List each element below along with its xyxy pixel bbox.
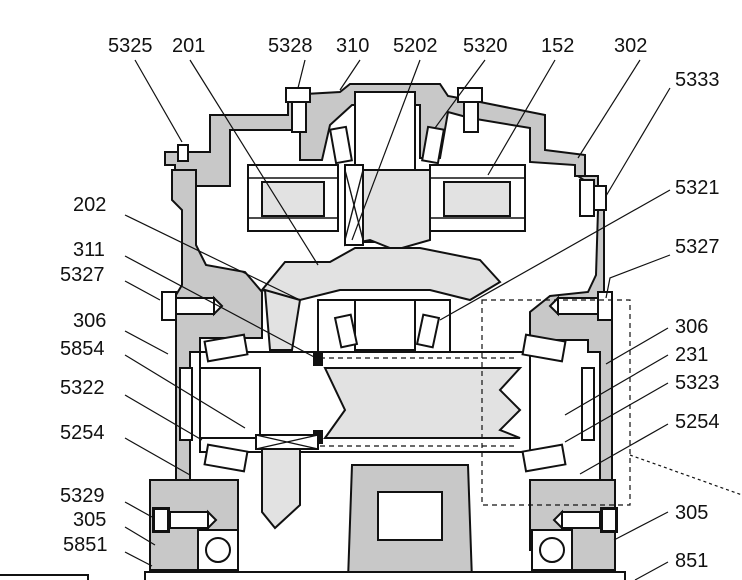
gear-152-left: [247, 164, 339, 232]
bolt-5327-right: [548, 291, 613, 321]
bearing-5320-right: [421, 125, 445, 165]
label-5320: 5320: [463, 35, 508, 57]
label-152: 152: [541, 35, 574, 57]
bolt-5328: [285, 87, 311, 133]
bearing-5323-lower-right: [521, 443, 567, 473]
label-306-left: 306: [73, 310, 106, 332]
bearing-5320-left: [329, 125, 353, 165]
label-305-right: 305: [675, 502, 708, 524]
label-305-left: 305: [73, 509, 106, 531]
base-plate: [144, 571, 626, 580]
left-housing-slot: [179, 367, 193, 441]
label-5854: 5854: [60, 338, 105, 360]
label-310: 310: [336, 35, 369, 57]
seal-311: [313, 352, 323, 366]
label-5327-right: 5327: [675, 236, 720, 258]
bolt-5327-left: [161, 291, 224, 321]
bearing-5323-upper-right: [521, 333, 567, 363]
label-851: 851: [675, 550, 708, 572]
label-5329: 5329: [60, 485, 105, 507]
label-5202: 5202: [393, 35, 438, 57]
bolt-5329-left: [152, 507, 218, 533]
label-302: 302: [614, 35, 647, 57]
lower-gear: [255, 434, 319, 530]
bearing-5321-right: [415, 313, 441, 349]
detail-pointer: [629, 454, 742, 496]
leader-lines: [124, 59, 671, 580]
label-5321: 5321: [675, 177, 720, 199]
bevel-gear-202: [263, 288, 302, 351]
label-5851: 5851: [63, 534, 108, 556]
label-5322: 5322: [60, 377, 105, 399]
frame-corner: [0, 574, 89, 580]
label-5254-left: 5254: [60, 422, 105, 444]
main-shaft-231: [323, 367, 523, 439]
label-5254-right: 5254: [675, 411, 720, 433]
bearing-5322-lower-left: [203, 443, 249, 473]
right-housing-wall: [529, 175, 613, 491]
bearing-5321-left: [333, 313, 359, 349]
label-5327-left: 5327: [60, 264, 105, 286]
needle-bearing-5202: [344, 164, 364, 246]
center-stand-web: [377, 491, 443, 541]
main-shaft-left-end: [199, 367, 261, 439]
label-311: 311: [73, 239, 105, 261]
bevel-gear-201: [260, 247, 502, 302]
label-5325: 5325: [108, 35, 153, 57]
label-202: 202: [73, 194, 106, 216]
bolt-5333: [579, 179, 607, 217]
label-231: 231: [675, 344, 708, 366]
label-5323: 5323: [675, 372, 720, 394]
right-housing-slot: [581, 367, 595, 441]
bearing-5322-upper-left: [203, 333, 249, 363]
center-hub-inner: [354, 299, 416, 351]
ball-bearing-right: [531, 529, 573, 571]
label-5333: 5333: [675, 69, 720, 91]
gear-152-right: [429, 164, 526, 232]
label-306-right: 306: [675, 316, 708, 338]
top-cover-310: [164, 83, 586, 187]
bolt-top-right: [457, 87, 483, 133]
label-201: 201: [172, 35, 205, 57]
label-5328: 5328: [268, 35, 313, 57]
ball-bearing-left: [197, 529, 239, 571]
detail-box: [481, 299, 631, 506]
bolt-5325: [177, 144, 189, 162]
bolt-right-bottom: [552, 507, 618, 533]
